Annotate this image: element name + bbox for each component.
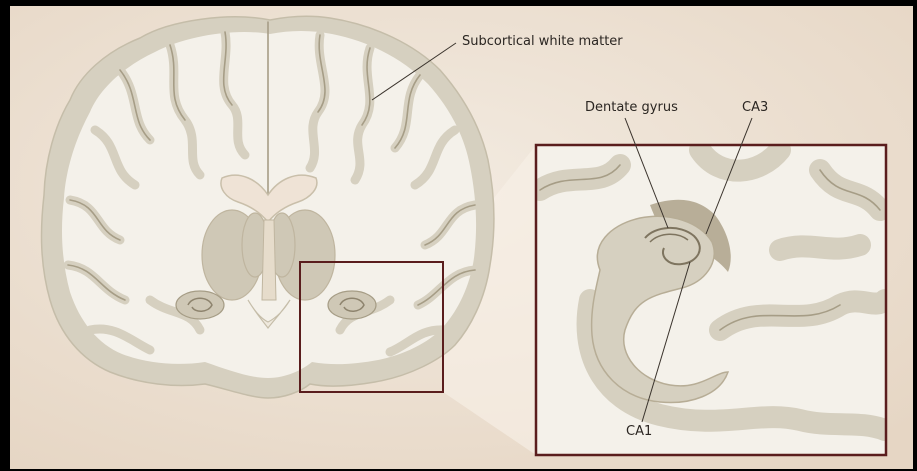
label-dentate-gyrus: Dentate gyrus [585,100,678,115]
label-ca3: CA3 [742,100,768,115]
label-ca1: CA1 [626,424,652,439]
left-hippocampus [176,291,224,319]
third-ventricle [262,220,276,300]
right-hippocampus [328,291,376,319]
coronal-brain-section [42,16,494,398]
magnified-inset [530,140,890,460]
label-subcortical-white-matter: Subcortical white matter [462,34,623,49]
